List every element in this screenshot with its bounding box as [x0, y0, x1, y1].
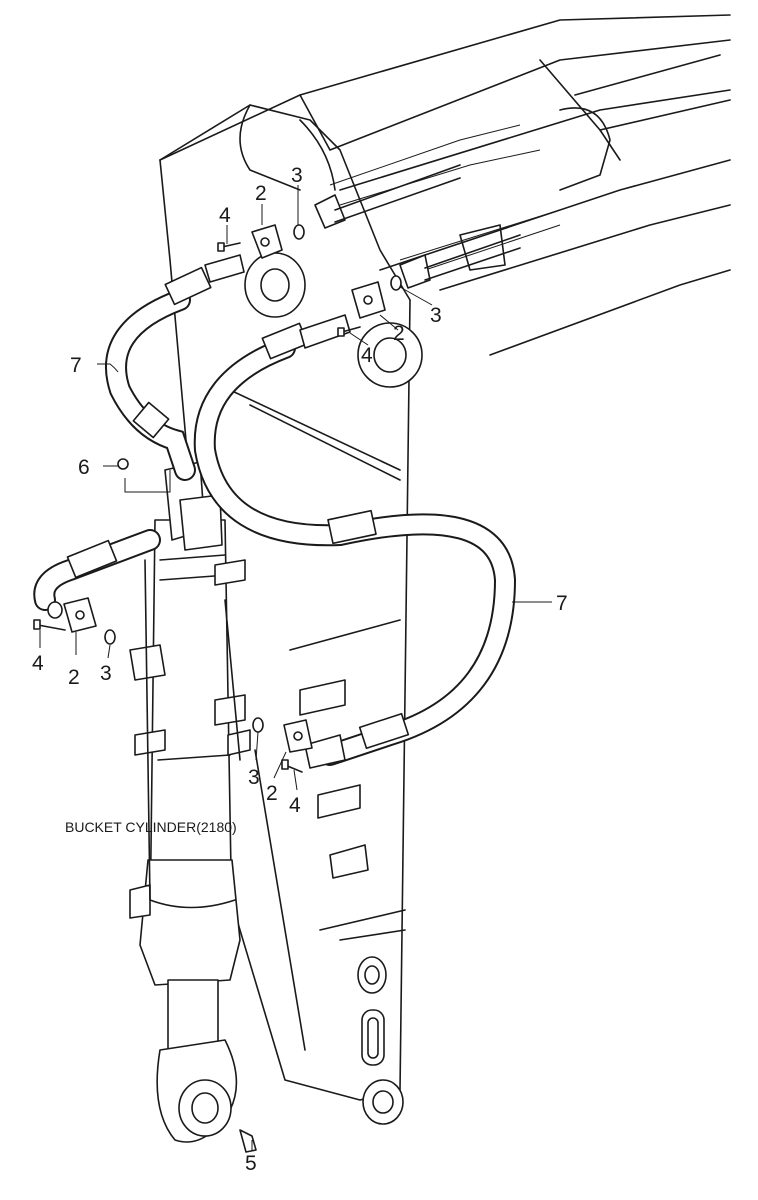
leader-lines: [39, 185, 552, 1150]
callout-labels: 2 3 4 3 2 4 7 6 7 4 2 3 3 2 4 5: [32, 164, 568, 1175]
arm-structure: [159, 104, 411, 1125]
hose-right: [193, 314, 517, 769]
callout-3-lower-right: 3: [248, 766, 260, 789]
callout-4-top: 4: [219, 204, 231, 227]
callout-3-right: 3: [430, 304, 442, 327]
callout-4-lower-right: 4: [289, 794, 301, 817]
bucket-cylinder-caption: BUCKET CYLINDER(2180): [65, 819, 237, 835]
callout-5: 5: [245, 1152, 257, 1175]
fittings: [33, 224, 402, 1153]
callout-7-right: 7: [556, 592, 568, 615]
callout-7-left: 7: [70, 354, 82, 377]
callout-2-lower-right: 2: [266, 782, 278, 805]
boom-structure: [159, 14, 731, 356]
callout-6: 6: [78, 456, 90, 479]
hose-lower-left: [33, 529, 161, 611]
callout-2-top: 2: [255, 182, 267, 205]
callout-3-top: 3: [291, 164, 303, 187]
callout-2-right: 2: [393, 322, 405, 345]
callout-2-lower-left: 2: [68, 666, 80, 689]
bucket-cylinder: [129, 461, 251, 1143]
boom-ports: [244, 164, 521, 388]
callout-4-right: 4: [361, 344, 373, 367]
hose-left: [105, 254, 245, 481]
callout-4-lower-left: 4: [32, 652, 44, 675]
callout-3-lower-left: 3: [100, 662, 112, 685]
